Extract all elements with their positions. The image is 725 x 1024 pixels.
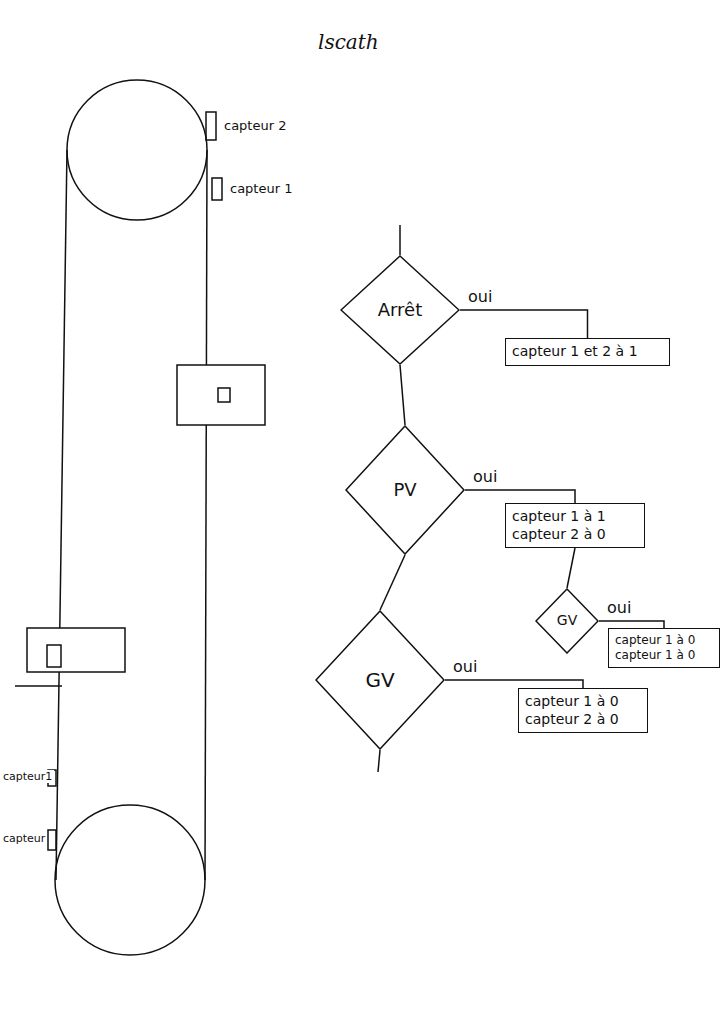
sensor-label: capteur1 (1, 770, 54, 783)
carriage-tag (218, 388, 230, 402)
connector (465, 490, 575, 503)
connector (460, 310, 588, 338)
pulley (55, 805, 205, 955)
connector (567, 548, 575, 588)
decision-diamond: GV (535, 588, 599, 654)
carriage (177, 365, 265, 425)
node-text: Arrêt (340, 255, 460, 365)
belt (56, 150, 67, 880)
node-text: GV (315, 610, 445, 750)
sensor (212, 178, 222, 200)
edge-label: oui (451, 657, 479, 676)
decision-diamond: GV (315, 610, 445, 750)
process-box: capteur 1 et 2 à 1 (505, 338, 670, 366)
process-box: capteur 1 à 1 capteur 2 à 0 (505, 503, 645, 548)
edge-label: oui (466, 287, 494, 306)
connector (599, 621, 664, 628)
connector (400, 365, 405, 425)
node-text: capteur 1 et 2 à 1 (512, 343, 663, 361)
carriage (27, 628, 125, 672)
sensor-label: capteur 1 (228, 181, 294, 196)
node-text: capteur 1 à 0 capteur 1 à 0 (615, 633, 713, 663)
flow-line (399, 225, 401, 255)
sensor-label: capteur 2 (222, 118, 288, 133)
belt (205, 150, 207, 880)
sensor (48, 830, 56, 850)
flow-line (378, 750, 380, 772)
decision-diamond: PV (345, 425, 465, 555)
carriage-line (15, 685, 62, 687)
carriage-tag (47, 645, 61, 667)
sensor-label: capteur (1, 832, 47, 845)
decision-diamond: Arrêt (340, 255, 460, 365)
node-text: capteur 1 à 0 capteur 2 à 0 (525, 693, 641, 728)
node-text: GV (535, 588, 599, 654)
process-box: capteur 1 à 0 capteur 1 à 0 (608, 628, 720, 668)
process-box: capteur 1 à 0 capteur 2 à 0 (518, 688, 648, 733)
edge-label: oui (471, 467, 499, 486)
connector (380, 555, 405, 610)
diamond-shape (316, 611, 444, 749)
node-text: capteur 1 à 1 capteur 2 à 0 (512, 508, 638, 543)
pulley (67, 80, 207, 220)
diamond-shape (346, 426, 464, 554)
diamond-shape (536, 589, 598, 653)
title: lscath (318, 30, 379, 54)
edge-label: oui (605, 598, 633, 617)
node-text: PV (345, 425, 465, 555)
diamond-shape (341, 256, 459, 364)
connector (445, 680, 583, 688)
sensor (206, 112, 216, 140)
